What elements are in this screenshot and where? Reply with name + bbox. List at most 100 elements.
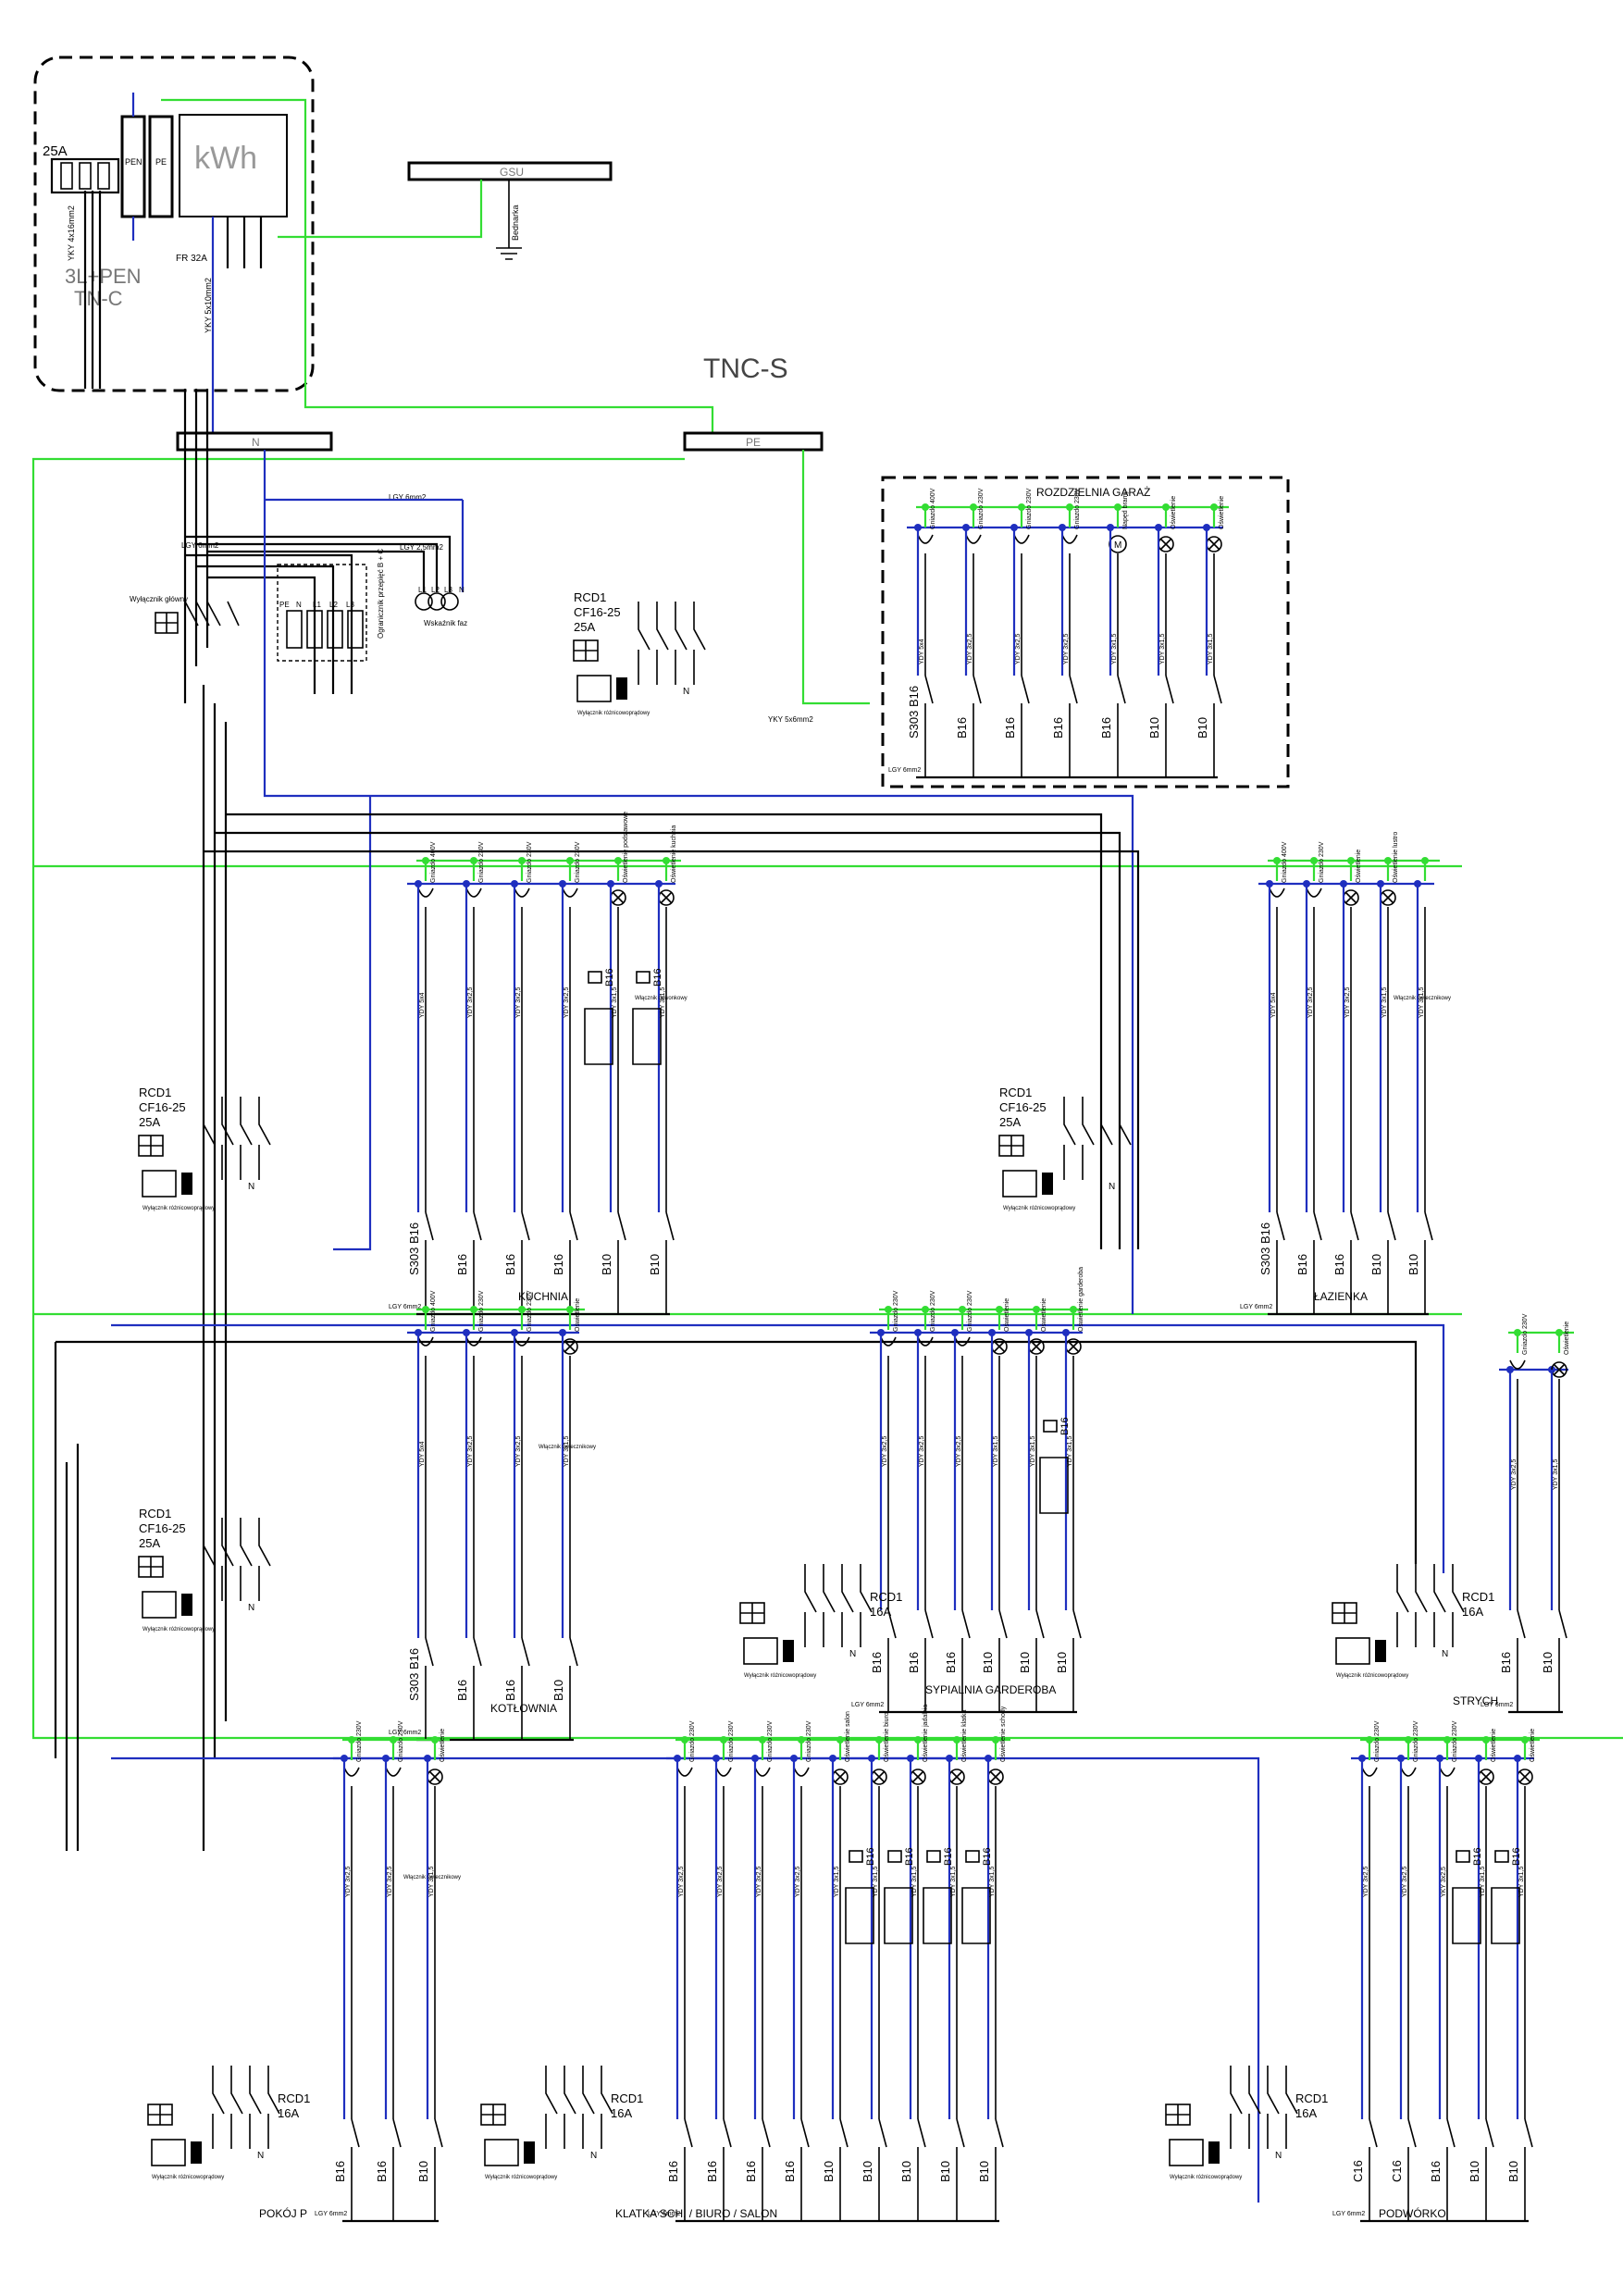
cable-label: YKY 3x2,5 — [1441, 1867, 1447, 1897]
outlet-label: Gniazdo 230V — [1319, 841, 1325, 883]
relay-label: B16 — [1511, 1847, 1522, 1866]
pe-terminal-label: PE — [155, 157, 167, 167]
rcd-label: Wyłącznik różnicowoprądowy — [1003, 1206, 1075, 1211]
cable-label: YDY 3x1,5 — [564, 1436, 570, 1467]
rcd-name: RCD1 — [1295, 2091, 1328, 2105]
breaker-icon — [998, 1609, 1008, 1712]
phase-indicator: LGY 6mm2 LGY 2,5mm2 L1 L2 L3 N Wskaźnik … — [185, 493, 467, 627]
breaker-icon — [684, 2118, 693, 2221]
garage-enclosure — [881, 476, 1290, 788]
rcd-rating: 16A — [1462, 1605, 1483, 1619]
tncs-title: TNC-S — [703, 354, 788, 384]
rcd-icon — [484, 2139, 519, 2166]
garage-cable-label: YKY 5x6mm2 — [768, 715, 813, 724]
phase-cable25-label: LGY 2,5mm2 — [400, 543, 444, 552]
rcd-name: RCD1 — [278, 2091, 310, 2105]
rcd-pole — [656, 602, 669, 685]
rcd-name: RCD1 — [139, 1507, 171, 1520]
socket-icon — [1400, 1767, 1417, 1777]
breaker-icon — [569, 1211, 578, 1314]
breaker-label: S303 B16 — [907, 686, 921, 738]
cable-label: YDY 3x2,5 — [467, 987, 474, 1018]
section-cable-label: LGY 6mm2 — [1332, 2211, 1365, 2217]
relay-switch-block — [845, 1887, 874, 1944]
socket-icon — [954, 1336, 971, 1347]
outlet-label: Oświetlenie — [1004, 1298, 1010, 1332]
breaker-icon — [723, 2118, 732, 2221]
cable-label: YDY 3x2,5 — [919, 1436, 925, 1467]
breaker-label: B10 — [1369, 1254, 1383, 1275]
rcd-label: Wyłącznik różnicowoprądowy — [142, 1627, 215, 1632]
socket-icon — [385, 1767, 402, 1777]
relay-label: B16 — [652, 968, 663, 987]
rcd-pole — [258, 1097, 271, 1180]
rcd-pole — [638, 602, 650, 685]
switch-label: Włącznik świecznikowy — [403, 1875, 461, 1880]
outlet-label: Gniazdo 230V — [1074, 488, 1081, 529]
pe-node — [422, 1306, 429, 1313]
outlet-label: Gniazdo 230V — [478, 1290, 485, 1332]
pe-node — [1555, 1329, 1563, 1336]
rcd-pole — [221, 1097, 234, 1180]
pe-node — [518, 1306, 526, 1313]
rcd-pole — [1230, 2066, 1243, 2149]
pe-node — [566, 857, 574, 864]
socket-icon — [417, 887, 434, 898]
section-cable-label: LGY 6mm2 — [648, 2211, 680, 2217]
outlet-label: Gniazdo 230V — [728, 1720, 735, 1762]
rcd-pole — [1119, 1097, 1132, 1180]
section-cable-label: LGY 6mm2 — [389, 1304, 421, 1310]
rcd-pole — [1082, 1097, 1095, 1180]
rcd-n-label: N — [1442, 1649, 1448, 1659]
socket-icon — [880, 1336, 897, 1347]
rcd-pole — [841, 1564, 854, 1647]
n-bar-label: N — [252, 436, 260, 449]
outlet-label: Oświetlenie kuchnia — [671, 825, 677, 883]
socket-icon — [715, 1767, 732, 1777]
breaker-label: B16 — [955, 717, 969, 738]
section-cable-label: LGY 6mm2 — [1240, 1304, 1272, 1310]
breaker-icon — [1072, 1609, 1082, 1712]
surge-protector: Ogranicznik przepięć B + C PE N L1 L2 L3 — [277, 549, 385, 662]
rcd-n-label: N — [590, 2151, 597, 2161]
lamp-l2: L2 — [431, 586, 440, 594]
switch-label: Włącznik dzwonkowy — [635, 996, 688, 1001]
rcd-label: Wyłącznik różnicowoprądowy — [142, 1206, 215, 1211]
breaker-icon — [961, 1609, 971, 1712]
rcd-type: CF16-25 — [139, 1521, 186, 1535]
outlet-label: Oświetlenie lustro — [1393, 832, 1399, 883]
pe-node — [759, 1736, 766, 1744]
pe-trunk — [31, 457, 1623, 1740]
breaker-icon — [1350, 1211, 1359, 1314]
outlet-label: Oświetlenie — [1564, 1322, 1570, 1355]
rcd-name: RCD1 — [574, 590, 606, 604]
breaker-icon — [1446, 2118, 1456, 2221]
surge-term-l1: L1 — [313, 601, 321, 609]
outlet-label: Oświetlenie — [1530, 1729, 1536, 1762]
n-bar — [176, 431, 333, 452]
breaker-label: B10 — [1406, 1254, 1420, 1275]
section-name: KLATKA SCH. / BIURO / SALON — [615, 2207, 777, 2220]
outlet-label: Oświetlenie — [1041, 1298, 1047, 1332]
relay-label: B16 — [982, 1847, 993, 1866]
breaker-icon — [1313, 1211, 1322, 1314]
breaker-label: B10 — [938, 2161, 952, 2182]
breaker-icon — [665, 1211, 675, 1314]
rcd-rating: 25A — [999, 1115, 1021, 1129]
